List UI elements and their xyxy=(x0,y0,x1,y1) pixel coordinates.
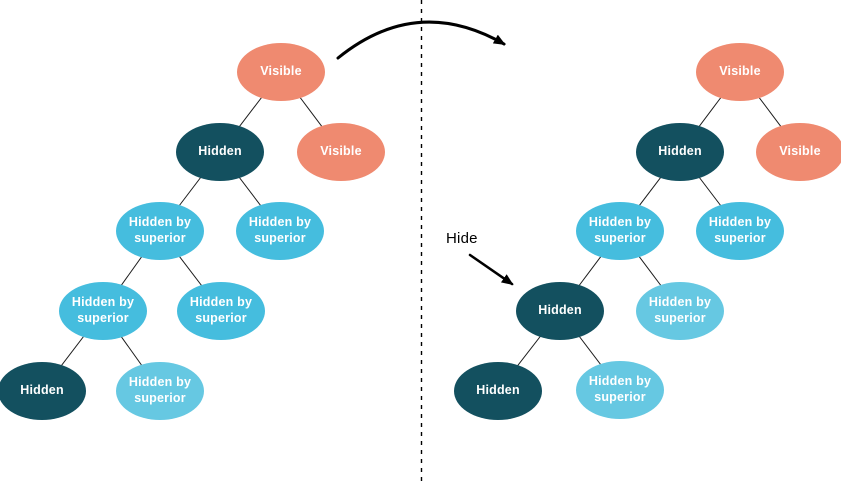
tree-node-label: Hidden by superior xyxy=(708,215,772,245)
left-node-root: Visible xyxy=(237,43,325,101)
left-node-4: Hidden by superior xyxy=(236,202,324,260)
left-node-7: Hidden xyxy=(0,362,86,420)
right-node-7: Hidden xyxy=(454,362,542,420)
tree-node-label: Visible xyxy=(779,144,821,159)
tree-node-label: Hidden by superior xyxy=(128,375,192,405)
tree-node-label: Hidden xyxy=(476,383,520,398)
left-node-1: Hidden xyxy=(176,123,264,181)
left-node-5: Hidden by superior xyxy=(59,282,147,340)
left-node-3: Hidden by superior xyxy=(116,202,204,260)
right-node-6: Hidden by superior xyxy=(636,282,724,340)
tree-node-label: Hidden by superior xyxy=(128,215,192,245)
right-node-2: Visible xyxy=(756,123,841,181)
left-node-6: Hidden by superior xyxy=(177,282,265,340)
tree-node-label: Hidden xyxy=(538,303,582,318)
tree-node-label: Hidden by superior xyxy=(189,295,253,325)
left-node-8: Hidden by superior xyxy=(116,362,204,420)
tree-node-label: Hidden xyxy=(20,383,64,398)
tree-node-label: Visible xyxy=(320,144,362,159)
tree-node-label: Hidden by superior xyxy=(648,295,712,325)
tree-node-label: Hidden xyxy=(198,144,242,159)
tree-node-label: Hidden by superior xyxy=(588,374,652,404)
right-node-root: Visible xyxy=(696,43,784,101)
hide-annotation-label: Hide xyxy=(446,230,478,247)
tree-node-label: Visible xyxy=(719,64,761,79)
right-node-8: Hidden by superior xyxy=(576,361,664,419)
tree-node-label: Hidden by superior xyxy=(248,215,312,245)
tree-node-label: Hidden by superior xyxy=(588,215,652,245)
left-node-2: Visible xyxy=(297,123,385,181)
right-node-3: Hidden by superior xyxy=(576,202,664,260)
right-node-5-hidden-target: Hidden xyxy=(516,282,604,340)
tree-node-label: Hidden by superior xyxy=(71,295,135,325)
tree-node-label: Hidden xyxy=(658,144,702,159)
right-node-1: Hidden xyxy=(636,123,724,181)
transform-arrow xyxy=(336,20,506,60)
hide-arrow xyxy=(468,253,514,286)
right-node-4: Hidden by superior xyxy=(696,202,784,260)
tree-node-label: Visible xyxy=(260,64,302,79)
